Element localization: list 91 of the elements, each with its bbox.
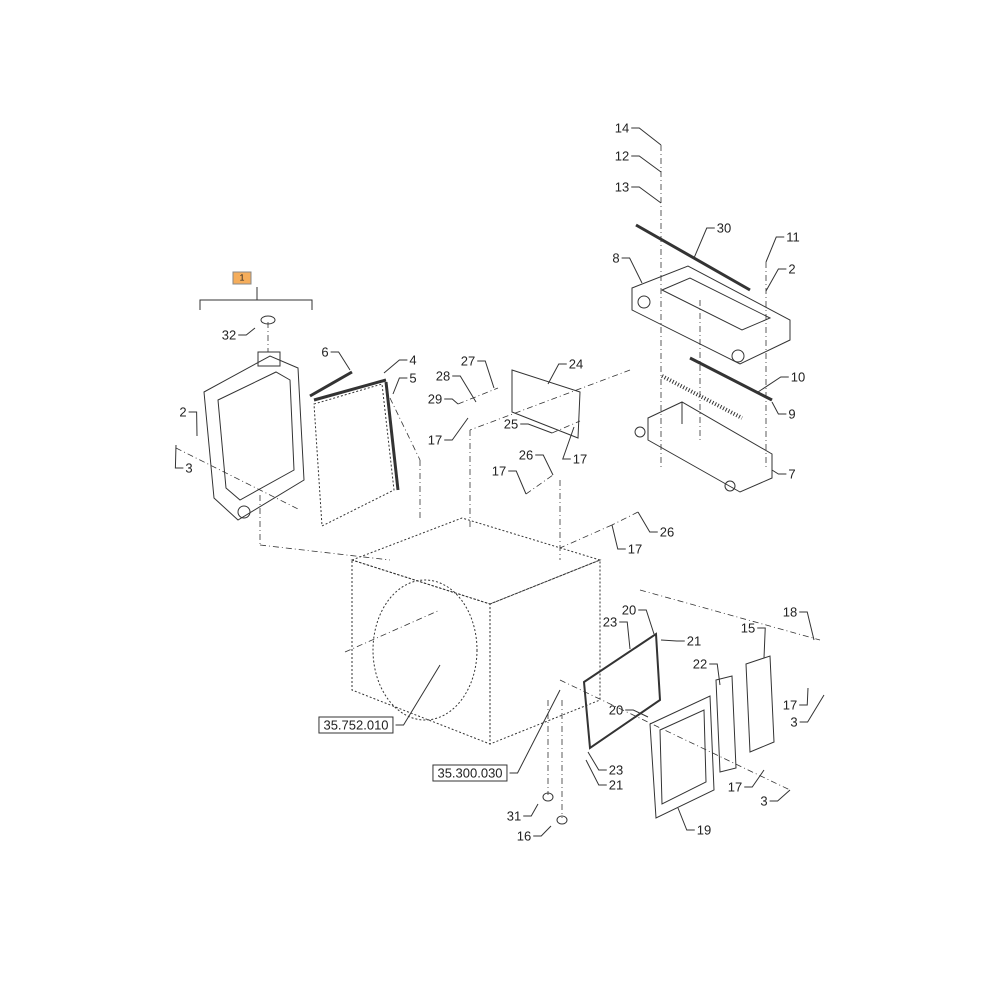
leader-line [772, 470, 787, 474]
reference-callout: 35.300.030 [432, 764, 508, 782]
callout-number: 2 [179, 406, 187, 418]
leader-line [395, 664, 440, 726]
callout-number: 21 [608, 778, 624, 792]
leader-line [586, 760, 608, 786]
callout-number: 23 [602, 616, 618, 628]
callout-number: 10 [790, 370, 806, 384]
callout-number: 21 [686, 634, 702, 648]
leader-line [630, 186, 662, 204]
callout-number: 24 [568, 358, 584, 370]
leader-line [766, 268, 787, 292]
leader-line [618, 622, 630, 650]
leader-line [758, 376, 790, 392]
callout-number: 7 [788, 468, 796, 480]
leader-line [508, 470, 526, 494]
leader-line [509, 690, 560, 774]
callout-number: 30 [716, 222, 732, 234]
leader-line [174, 444, 184, 468]
callout-number: 3 [185, 462, 193, 474]
callout-number: 19 [696, 824, 712, 836]
callout-number: 29 [428, 392, 442, 406]
callout-number: 20 [608, 704, 624, 716]
callout-number: 4 [409, 354, 417, 366]
leader-line [708, 664, 720, 686]
leader-line [638, 610, 654, 634]
leader-line [624, 710, 648, 718]
assembly-callout: 1 [232, 272, 252, 284]
leader-line [188, 412, 198, 436]
callout-number: 3 [790, 716, 798, 728]
callout-number: 12 [614, 150, 630, 162]
leader-line [769, 790, 790, 802]
callout-number: 23 [608, 764, 624, 776]
leader-line [476, 360, 494, 388]
reference-callout: 35.752.010 [318, 716, 394, 734]
callout-number: 17 [782, 698, 798, 712]
callout-number: 26 [518, 448, 534, 462]
callout-number: 15 [740, 622, 756, 634]
callout-number: 6 [321, 346, 329, 358]
leader-line [694, 228, 716, 258]
callout-number: 20 [622, 604, 636, 616]
callout-number: 22 [692, 658, 708, 670]
leader-line [562, 426, 574, 460]
leader-line [330, 352, 350, 370]
callout-number: 16 [516, 830, 532, 842]
callout-number: 27 [460, 354, 476, 368]
leader-line [678, 808, 696, 830]
callout-number: 3 [760, 794, 768, 808]
callout-number: 13 [614, 180, 630, 194]
callout-number: 18 [782, 606, 798, 618]
leader-line [520, 424, 552, 434]
leader-line [522, 804, 538, 816]
leader-line [548, 364, 568, 384]
callout-number: 14 [614, 122, 630, 134]
leader-line [532, 826, 552, 836]
leader-line [621, 258, 642, 284]
callout-number: 17 [428, 434, 442, 446]
leader-line [766, 236, 785, 262]
callout-number: 26 [660, 526, 674, 538]
leader-line [534, 454, 554, 476]
leader-line [756, 628, 766, 658]
leader-line [660, 640, 686, 642]
callout-number: 31 [506, 810, 522, 822]
leader-line [798, 688, 808, 706]
leader-line [384, 360, 408, 374]
leader-line [452, 376, 476, 402]
callout-number: 17 [492, 464, 506, 478]
callout-number: 8 [612, 252, 620, 264]
leader-line [588, 752, 608, 770]
leader-line [444, 418, 468, 440]
callout-number: 9 [788, 408, 796, 420]
leader-line [444, 398, 458, 404]
leader-line [772, 402, 787, 414]
leader-line [612, 524, 626, 550]
leader-line [630, 128, 662, 146]
callout-number: 2 [788, 262, 796, 276]
leader-line [799, 694, 824, 722]
callout-number: 17 [628, 542, 642, 556]
callout-number: 11 [786, 230, 800, 244]
leader-line [798, 612, 814, 640]
leader-line [630, 156, 662, 172]
leader-line [638, 512, 658, 532]
leader-line [744, 770, 764, 788]
callout-number: 25 [504, 418, 518, 430]
callout-number: 28 [436, 370, 450, 382]
leader-line [392, 378, 408, 394]
callout-number: 5 [409, 372, 417, 384]
leader-line [238, 328, 256, 336]
callout-number: 17 [728, 780, 742, 794]
callout-number: 17 [572, 452, 588, 466]
callout-number: 32 [222, 328, 236, 342]
